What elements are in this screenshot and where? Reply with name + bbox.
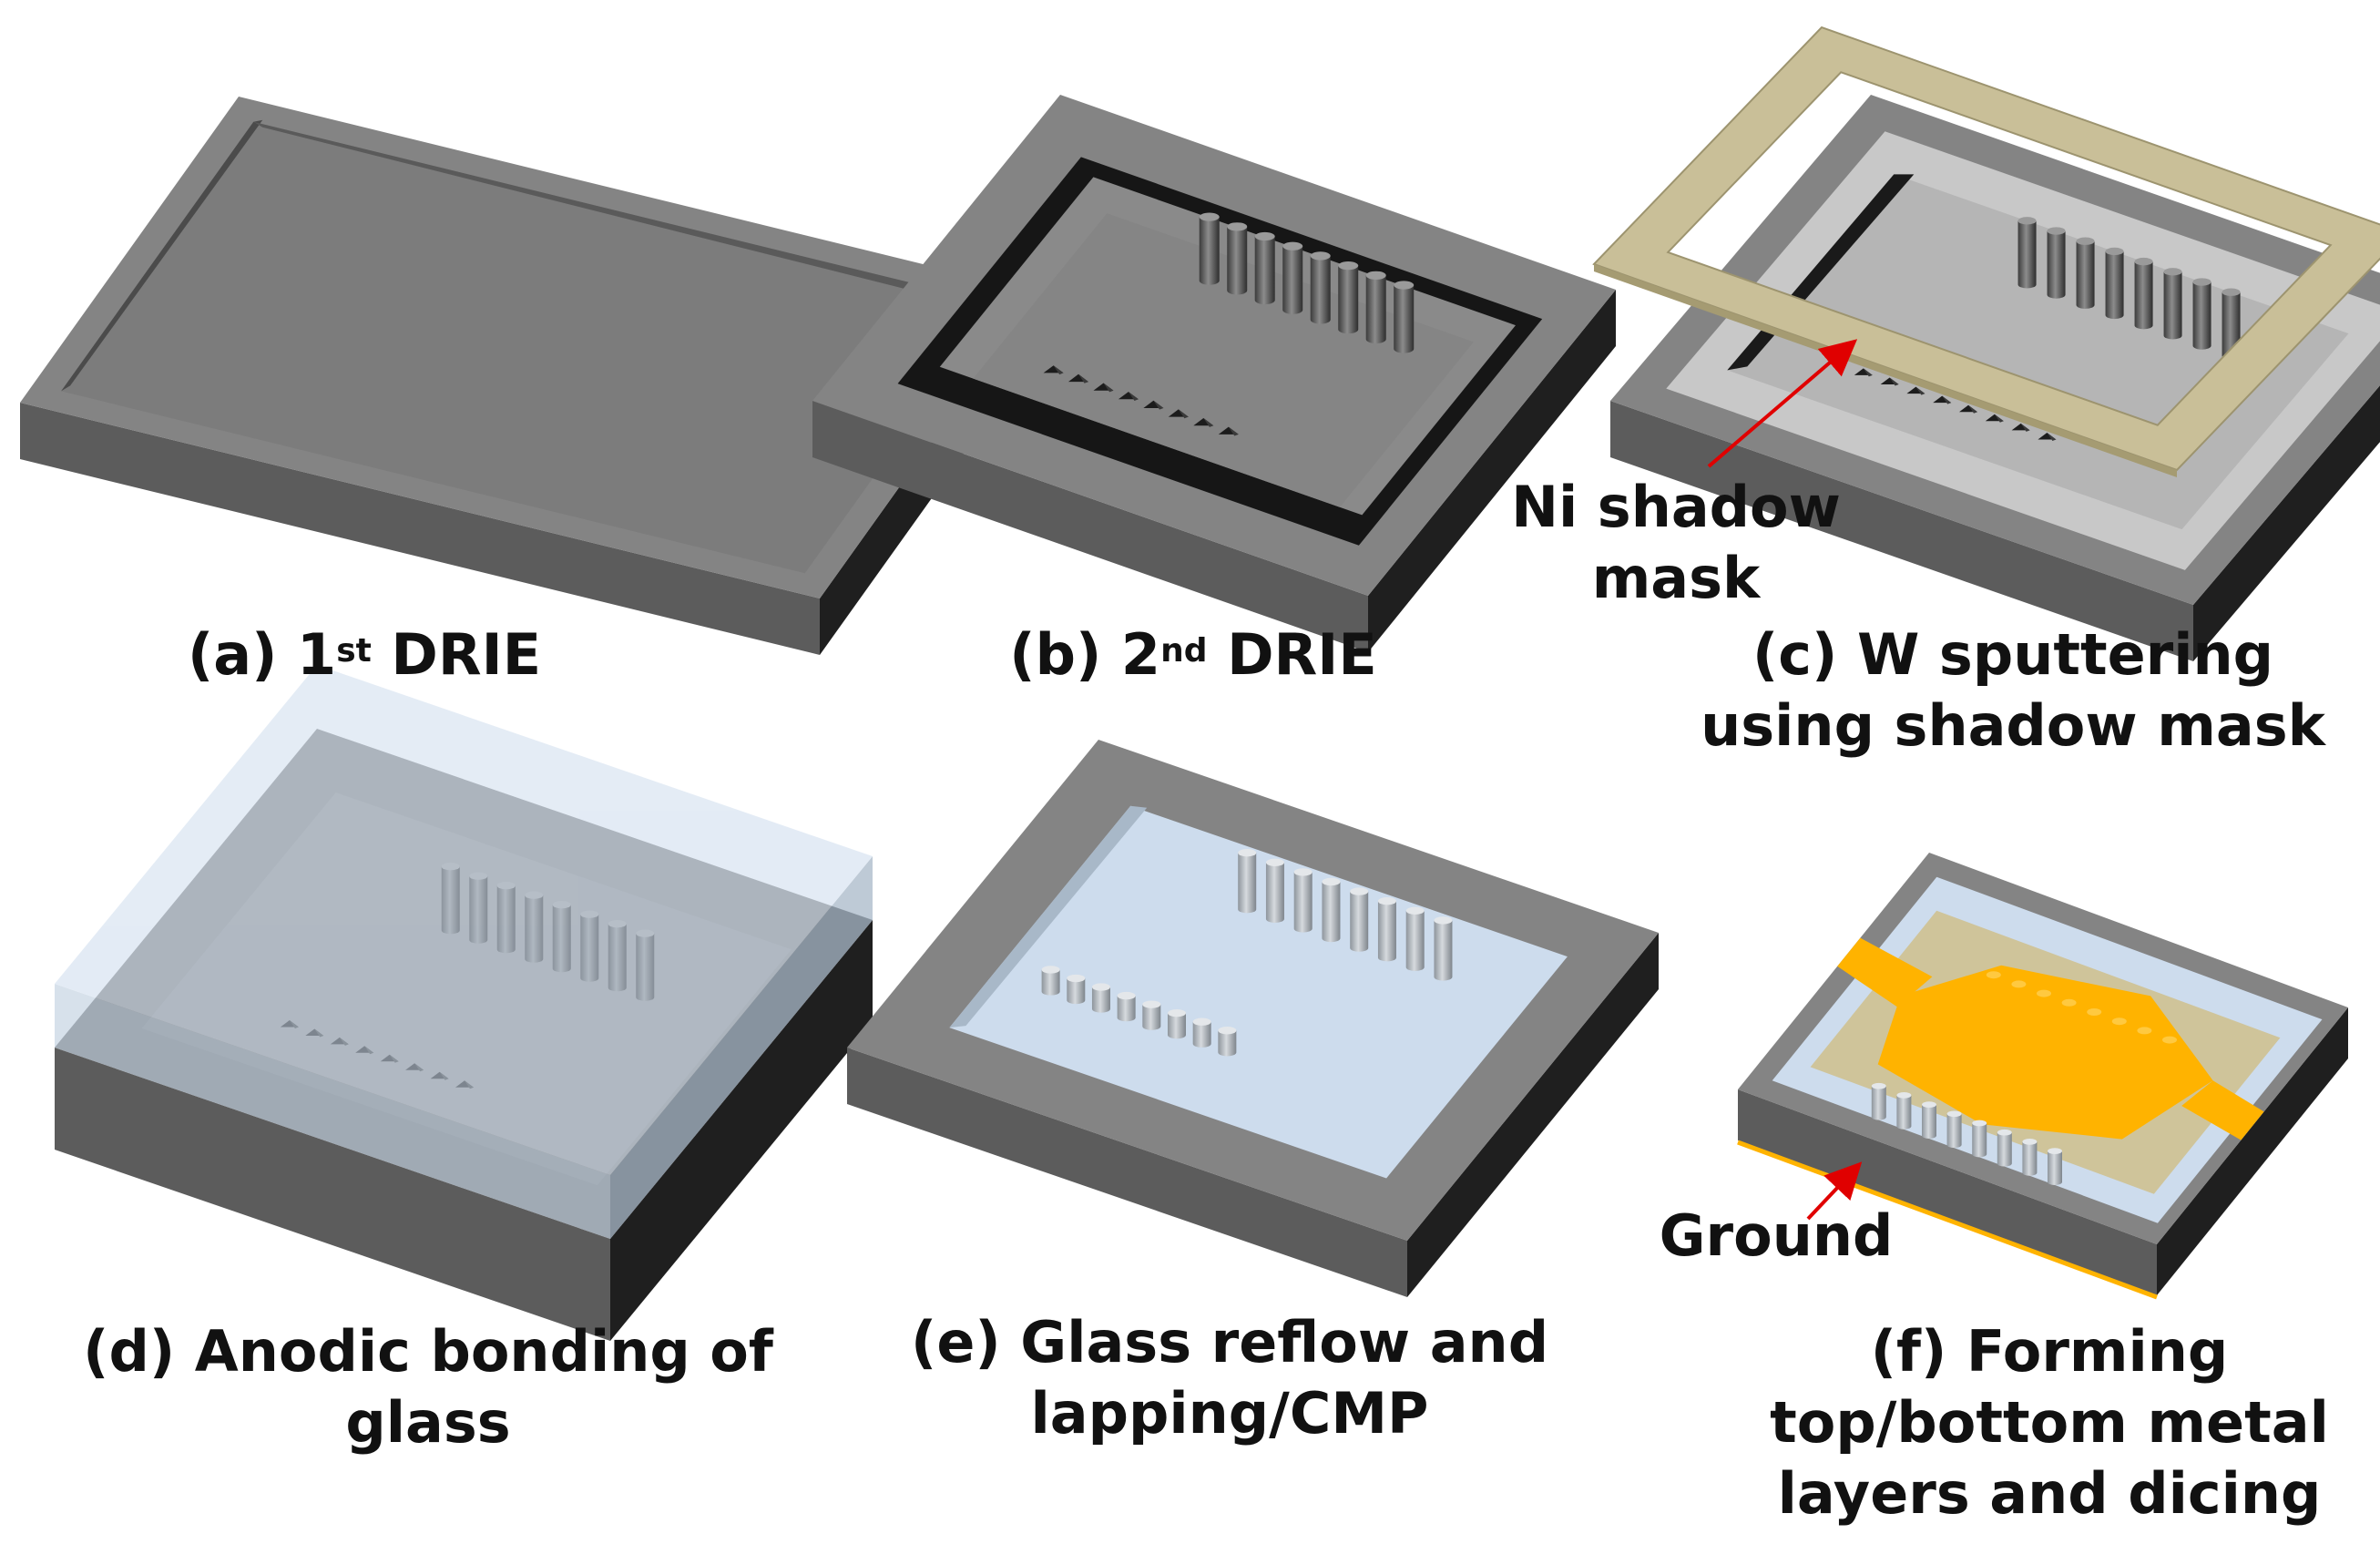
panel-b-wafer: [812, 95, 1616, 652]
panel-c-wafer: [1592, 26, 2380, 661]
red-arrow-icon: [1707, 339, 1858, 468]
caption-a: (a) 1st DRIE: [187, 621, 542, 688]
caption-c: (c) W sputtering using shadow mask: [1701, 621, 2325, 759]
ni-shadow-mask-label: Ni shadow mask: [1511, 474, 1841, 611]
caption-b: (b) 2nd DRIE: [1009, 621, 1377, 688]
glass-wafer: [55, 665, 873, 1239]
panel-a-wafer: [20, 97, 1038, 655]
caption-e: (e) Glass reflow and lapping/CMP: [911, 1309, 1549, 1447]
ni-shadow-mask-frame: [1592, 26, 2380, 477]
panel-d-wafer: [55, 665, 873, 1341]
ground-label: Ground: [1659, 1202, 1894, 1269]
panel-f-wafer: [1737, 853, 2348, 1300]
caption-d: (d) Anodic bonding of glass: [83, 1318, 773, 1456]
caption-f: (f) Forming top/bottom metal layers and …: [1770, 1318, 2329, 1527]
panel-e-wafer: [847, 740, 1659, 1297]
red-arrow-icon: [1806, 1161, 1863, 1221]
